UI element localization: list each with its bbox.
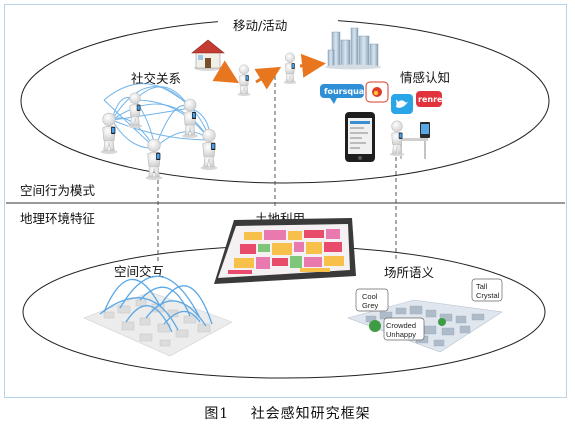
- social-relation-label: 社交关系: [131, 71, 181, 86]
- spatial-interaction-graphic: [83, 275, 233, 357]
- smartphone-icon: [345, 112, 375, 162]
- caption-title: 社会感知研究框架: [250, 406, 371, 422]
- weibo-bubble: [365, 81, 389, 103]
- upper-ellipse: [20, 18, 550, 184]
- renren-bubble: renren: [416, 91, 448, 107]
- walking-person-icon: [237, 64, 251, 96]
- figure-caption: 图1 社会感知研究框架: [0, 403, 575, 423]
- person-icon: [145, 138, 163, 180]
- place-semantics-label: 场所语义: [384, 265, 435, 280]
- twitter-bubble: [391, 94, 413, 114]
- city-buildings-icon: [325, 27, 381, 70]
- social-network-graphic: [100, 83, 218, 180]
- house-icon: [191, 39, 225, 71]
- person-icon: [200, 128, 218, 170]
- mobility-sequence-graphic: [191, 27, 381, 96]
- arrow-icon: [212, 60, 240, 84]
- walking-person-icon: [283, 52, 297, 84]
- arrow-icon: [254, 66, 282, 90]
- emotion-cognition-label: 情感认知: [400, 70, 450, 85]
- person-icon: [100, 112, 118, 154]
- person-icon: [127, 92, 143, 128]
- foursquare-tag: foursquare: [324, 87, 374, 96]
- arrow-icon: [299, 53, 326, 78]
- upper-layer-name: 空间行为模式: [20, 183, 96, 198]
- mobility-label: 移动/活动: [233, 18, 287, 33]
- person-at-desk-icon: [389, 120, 430, 159]
- social-media-graphic: foursquare renren: [320, 81, 448, 162]
- lower-layer-name: 地理环境特征: [20, 211, 96, 226]
- foursquare-bubble: foursquare: [320, 84, 374, 104]
- landuse-parcels: [228, 229, 344, 274]
- caption-number: 图1: [204, 406, 230, 422]
- twitter-bird-icon: [396, 99, 408, 108]
- spatial-interaction-label: 空间交互: [114, 264, 164, 279]
- tree-cluster: [438, 318, 446, 326]
- mobility-label-bg: [218, 14, 338, 36]
- tree-cluster: [369, 320, 381, 332]
- landuse-map-graphic: [214, 218, 356, 284]
- figure-frame: [4, 4, 567, 398]
- renren-tag: renren: [418, 95, 448, 104]
